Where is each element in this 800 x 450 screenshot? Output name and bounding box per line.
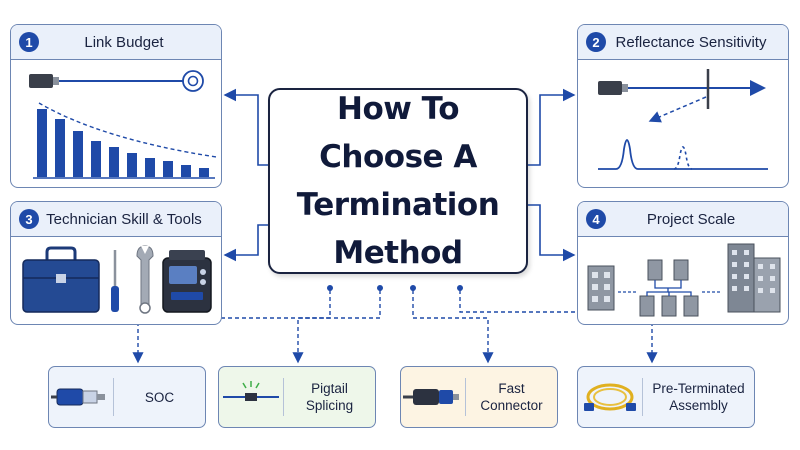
factor-number-badge: 2: [586, 32, 606, 52]
link-budget-illustration: [11, 59, 221, 187]
fusion-splicer-icon: [162, 250, 212, 313]
factor-number-badge: 1: [19, 32, 39, 52]
method-pigtail-splicing: Pigtail Splicing: [218, 366, 376, 428]
small-building-icon: [587, 265, 615, 311]
divider: [113, 378, 114, 416]
factor-card-technician-skill: 3 Technician Skill & Tools: [10, 201, 222, 325]
connector-plug-icon: [29, 74, 59, 88]
method-label: SOC: [144, 389, 175, 405]
divider: [283, 378, 284, 416]
factor-number-badge: 3: [19, 209, 39, 229]
loss-bars: [37, 109, 209, 177]
factor-title: Link Budget: [84, 33, 164, 51]
network-buildings-icon: [639, 259, 699, 317]
splice-icon: [219, 367, 283, 427]
project-scale-illustration: [578, 236, 788, 324]
tools-illustration: [11, 236, 221, 324]
factor-title: Technician Skill & Tools: [46, 210, 202, 228]
wrench-icon: [136, 245, 154, 314]
factor-title: Reflectance Sensitivity: [615, 33, 767, 51]
screwdriver-icon: [111, 250, 119, 312]
diagram-title: How To Choose A Termination Method: [296, 91, 500, 271]
soc-connector-icon: [49, 367, 113, 427]
factor-card-project-scale: 4 Project Scale: [577, 201, 789, 325]
method-label: Pre-Terminated Assembly: [652, 381, 745, 413]
fast-connector-icon: [401, 367, 465, 427]
toolbox-icon: [22, 246, 100, 313]
patch-cord-icon: [578, 367, 642, 427]
divider: [465, 378, 466, 416]
factor-card-header: 2 Reflectance Sensitivity: [578, 25, 788, 60]
divider: [642, 378, 643, 416]
factor-title: Project Scale: [646, 210, 736, 228]
central-question-box: How To Choose A Termination Method: [268, 88, 528, 274]
method-label: Fast Connector: [480, 381, 543, 413]
factor-card-header: 3 Technician Skill & Tools: [11, 202, 221, 237]
large-building-icon: [727, 243, 781, 313]
method-fast-connector: Fast Connector: [400, 366, 558, 428]
method-label: Pigtail Splicing: [305, 381, 354, 413]
connector-plug-icon: [598, 81, 628, 95]
factor-card-reflectance-sensitivity: 2 Reflectance Sensitivity: [577, 24, 789, 188]
reflectance-illustration: [578, 59, 788, 187]
method-soc: SOC: [48, 366, 206, 428]
target-ring-icon: [182, 70, 204, 92]
factor-card-link-budget: 1 Link Budget: [10, 24, 222, 188]
factor-card-header: 1 Link Budget: [11, 25, 221, 60]
method-pre-terminated-assembly: Pre-Terminated Assembly: [577, 366, 755, 428]
factor-card-header: 4 Project Scale: [578, 202, 788, 237]
factor-number-badge: 4: [586, 209, 606, 229]
